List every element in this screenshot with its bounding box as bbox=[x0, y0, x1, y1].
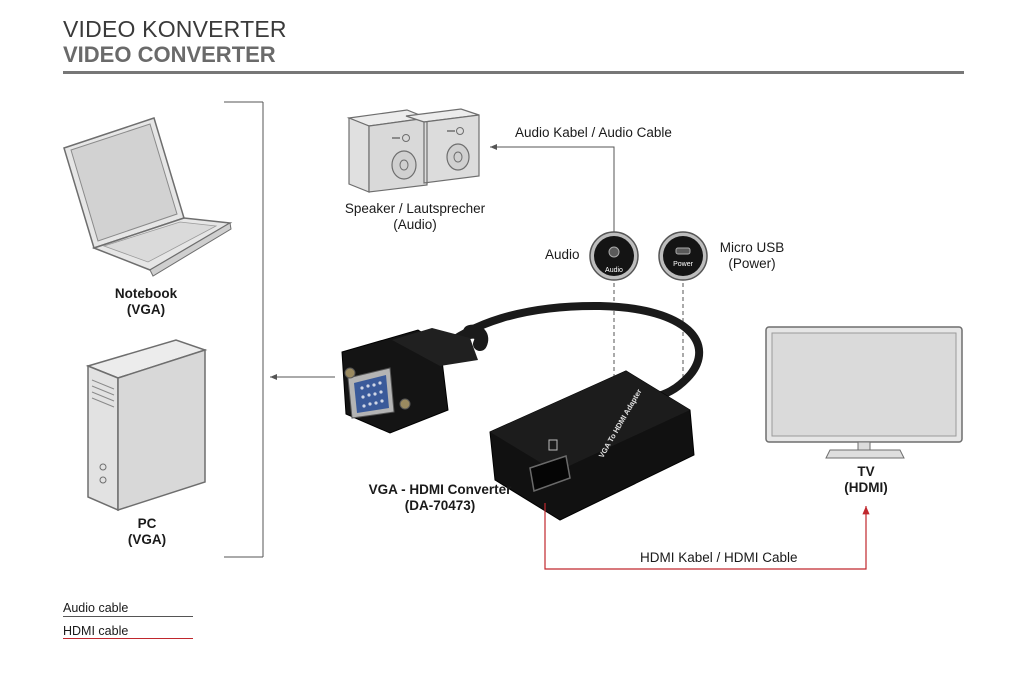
power-port-label-function: (Power) bbox=[728, 256, 776, 271]
hdmi-cable-label: HDMI Kabel / HDMI Cable bbox=[640, 550, 798, 565]
page-title-german: VIDEO KONVERTER bbox=[63, 16, 287, 42]
pc-tower-icon bbox=[85, 339, 208, 512]
speaker-label-port: (Audio) bbox=[393, 217, 437, 232]
legend-audio-label: Audio cable bbox=[63, 601, 129, 615]
tv-label: TV (HDMI) bbox=[826, 464, 906, 496]
tv-icon bbox=[765, 326, 963, 459]
speaker-label: Speaker / Lautsprecher (Audio) bbox=[330, 201, 500, 233]
notebook-icon bbox=[63, 117, 233, 277]
notebook-label-port: (VGA) bbox=[126, 302, 166, 317]
source-bracket bbox=[224, 101, 264, 558]
header-rule bbox=[63, 71, 964, 74]
notebook-label: Notebook (VGA) bbox=[94, 286, 198, 318]
page-title-english: VIDEO CONVERTER bbox=[63, 42, 276, 67]
tv-label-port: (HDMI) bbox=[844, 480, 888, 495]
audio-port-label: Audio bbox=[545, 247, 580, 262]
pc-label: PC (VGA) bbox=[110, 516, 184, 548]
power-port-label: Micro USB (Power) bbox=[712, 240, 792, 272]
pc-label-name: PC bbox=[137, 516, 157, 531]
power-port-label-name: Micro USB bbox=[719, 240, 785, 255]
converter-label: VGA - HDMI Converter (DA-70473) bbox=[360, 482, 520, 514]
vga-adapter-cable bbox=[436, 301, 704, 401]
vga-hdmi-converter-icon: VGA To HDMI Adapter bbox=[489, 370, 695, 521]
pc-label-port: (VGA) bbox=[127, 532, 167, 547]
power-port-icon: Power bbox=[658, 231, 708, 281]
speaker-label-name: Speaker / Lautsprecher bbox=[344, 201, 486, 216]
converter-label-model: (DA-70473) bbox=[404, 498, 476, 513]
converter-label-name: VGA - HDMI Converter bbox=[368, 482, 512, 497]
tv-label-name: TV bbox=[857, 464, 875, 479]
audio-port-icon: Audio bbox=[589, 231, 639, 281]
speakers-icon bbox=[346, 108, 480, 193]
vga-connector-icon bbox=[341, 328, 478, 434]
audio-cable-line bbox=[490, 144, 615, 233]
hdmi-cable-line bbox=[544, 503, 870, 570]
svg-text:Power: Power bbox=[673, 261, 694, 268]
audio-cable-label: Audio Kabel / Audio Cable bbox=[515, 125, 672, 140]
legend-audio-swatch bbox=[63, 616, 193, 617]
notebook-label-name: Notebook bbox=[114, 286, 178, 301]
legend-hdmi-label: HDMI cable bbox=[63, 624, 129, 638]
svg-text:Audio: Audio bbox=[605, 267, 623, 274]
legend-hdmi-swatch bbox=[63, 638, 193, 639]
